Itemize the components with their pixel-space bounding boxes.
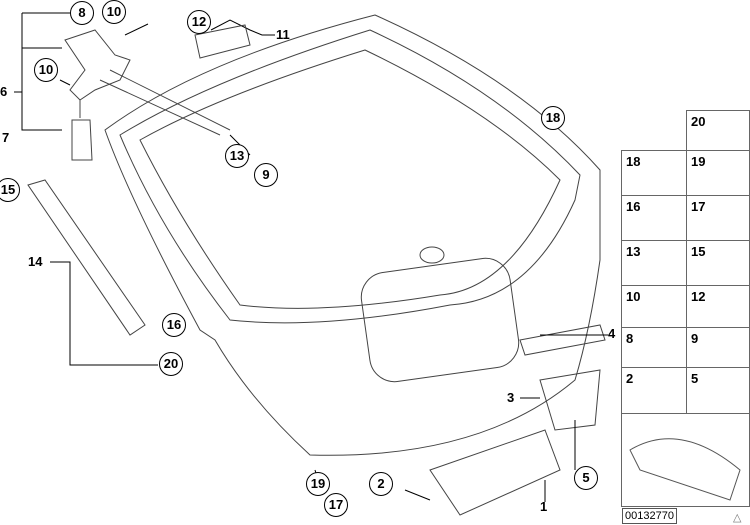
- part-number: 10: [626, 289, 641, 304]
- callout-15: 15: [0, 178, 20, 202]
- callout-3: 3: [507, 390, 515, 405]
- callout-7: 7: [2, 130, 10, 145]
- part-number: 19: [691, 154, 706, 169]
- part-cell-8[interactable]: 8: [621, 327, 687, 368]
- part-cell-19[interactable]: 19: [686, 150, 750, 196]
- part-number: 12: [691, 289, 706, 304]
- diagram-code: 00132770: [622, 508, 677, 524]
- part-cell-18[interactable]: 18: [621, 150, 687, 196]
- callout-5: 5: [574, 466, 598, 490]
- part-cell-15[interactable]: 15: [686, 240, 750, 286]
- part-number: 17: [691, 199, 706, 214]
- part-cell-16[interactable]: 16: [621, 195, 687, 241]
- callout-9: 9: [254, 163, 278, 187]
- callout-10b: 10: [34, 58, 58, 82]
- callout-2: 2: [369, 472, 393, 496]
- callout-12: 12: [187, 10, 211, 34]
- callout-11: 11: [276, 27, 290, 42]
- part-cell-12[interactable]: 12: [686, 285, 750, 328]
- callout-19: 19: [306, 472, 330, 496]
- callout-8: 8: [70, 1, 94, 25]
- triangle-icon: △: [733, 512, 742, 524]
- callout-16: 16: [162, 313, 186, 337]
- part-number: 15: [691, 244, 706, 259]
- vehicle-thumbnail: [621, 413, 750, 507]
- part-number: 16: [626, 199, 641, 214]
- part-number: 18: [626, 154, 641, 169]
- callout-20: 20: [159, 352, 183, 376]
- part-number: 20: [691, 114, 706, 129]
- part-cell-17[interactable]: 17: [686, 195, 750, 241]
- callout-17: 17: [324, 493, 348, 517]
- callout-1: 1: [540, 499, 548, 514]
- callout-14: 14: [28, 254, 43, 269]
- part-number: 9: [691, 331, 699, 346]
- callout-18: 18: [541, 106, 565, 130]
- callout-4: 4: [608, 326, 616, 341]
- part-number: 2: [626, 371, 634, 386]
- callout-13: 13: [225, 144, 249, 168]
- part-cell-9[interactable]: 9: [686, 327, 750, 368]
- part-number: 5: [691, 371, 699, 386]
- part-cell-2[interactable]: 2: [621, 367, 687, 414]
- part-number: 13: [626, 244, 641, 259]
- callout-10: 10: [102, 0, 126, 24]
- callout-6: 6: [0, 84, 8, 99]
- part-cell-10[interactable]: 10: [621, 285, 687, 328]
- part-cell-20[interactable]: 20: [686, 110, 750, 151]
- part-cell-13[interactable]: 13: [621, 240, 687, 286]
- part-number: 8: [626, 331, 634, 346]
- part-cell-5[interactable]: 5: [686, 367, 750, 414]
